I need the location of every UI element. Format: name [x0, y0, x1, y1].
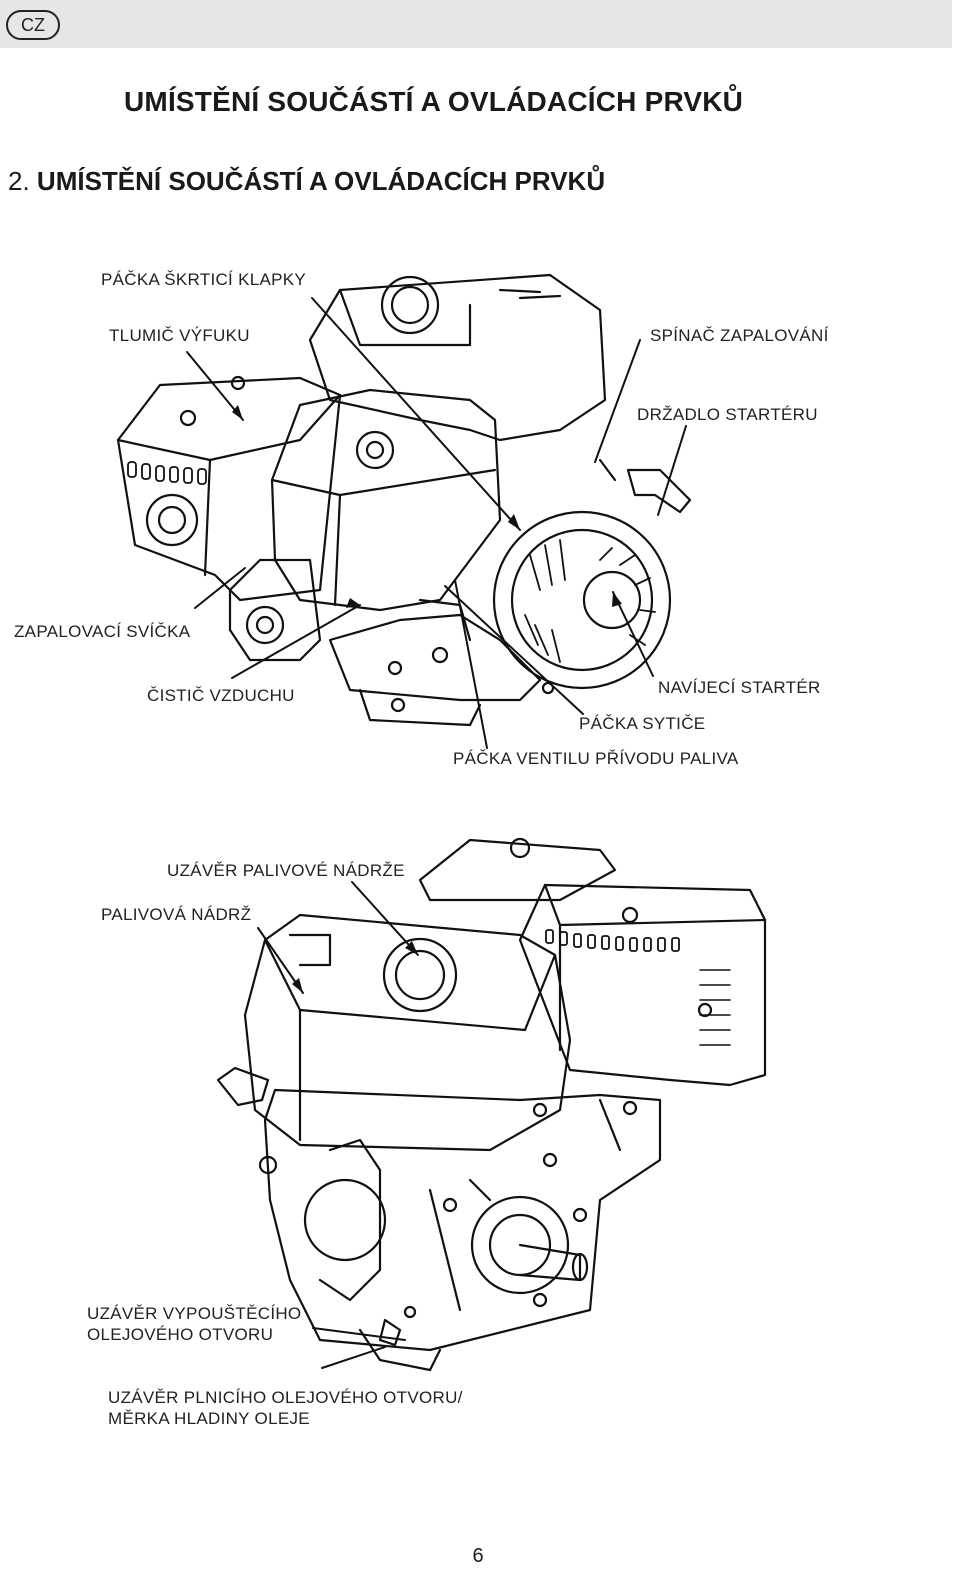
page-number: 6 — [472, 1545, 484, 1567]
label-recoil-starter: NAVÍJECÍ STARTÉR — [658, 678, 821, 697]
section-title: UMÍSTĚNÍ SOUČÁSTÍ A OVLÁDACÍCH PRVKŮ — [36, 166, 606, 196]
page-title: UMÍSTĚNÍ SOUČÁSTÍ A OVLÁDACÍCH PRVKŮ — [124, 86, 744, 117]
section-heading: 2. UMÍSTĚNÍ SOUČÁSTÍ A OVLÁDACÍCH PRVKŮ — [8, 166, 605, 197]
language-badge: CZ — [6, 10, 60, 40]
label-fuel-valve-lever: PÁČKA VENTILU PŘÍVODU PALIVA — [453, 749, 739, 768]
label-starter-handle: DRŽADLO STARTÉRU — [637, 405, 818, 424]
leader-lines-fig2 — [257, 881, 419, 1369]
label-fuel-tank: PALIVOVÁ NÁDRŽ — [101, 905, 252, 924]
label-choke-lever: PÁČKA SYTIČE — [579, 714, 706, 733]
label-oil-filler-cap-line1: UZÁVĚR PLNICÍHO OLEJOVÉHO OTVORU/ — [108, 1388, 463, 1407]
engine-figure-rear — [216, 837, 767, 1372]
leader-lines-fig1 — [186, 297, 687, 749]
label-oil-drain-plug-line1: UZÁVĚR VYPOUŠTĚCÍHO — [87, 1304, 302, 1323]
label-ignition-switch: SPÍNAČ ZAPALOVÁNÍ — [650, 326, 829, 345]
arrow-heads — [232, 405, 622, 993]
label-air-cleaner: ČISTIČ VZDUCHU — [147, 686, 295, 705]
label-oil-filler-cap-line2: MĚRKA HLADINY OLEJE — [108, 1409, 310, 1428]
engine-figure-front — [116, 273, 692, 727]
label-oil-drain-plug-line2: OLEJOVÉHO OTVORU — [87, 1325, 274, 1344]
label-muffler: TLUMIČ VÝFUKU — [109, 326, 250, 345]
label-throttle-lever: PÁČKA ŠKRTICÍ KLAPKY — [101, 270, 307, 289]
label-fuel-tank-cap: UZÁVĚR PALIVOVÉ NÁDRŽE — [167, 861, 405, 880]
label-spark-plug: ZAPALOVACÍ SVÍČKA — [14, 622, 191, 641]
header-bar: CZ — [0, 0, 952, 48]
section-number: 2. — [8, 166, 30, 196]
